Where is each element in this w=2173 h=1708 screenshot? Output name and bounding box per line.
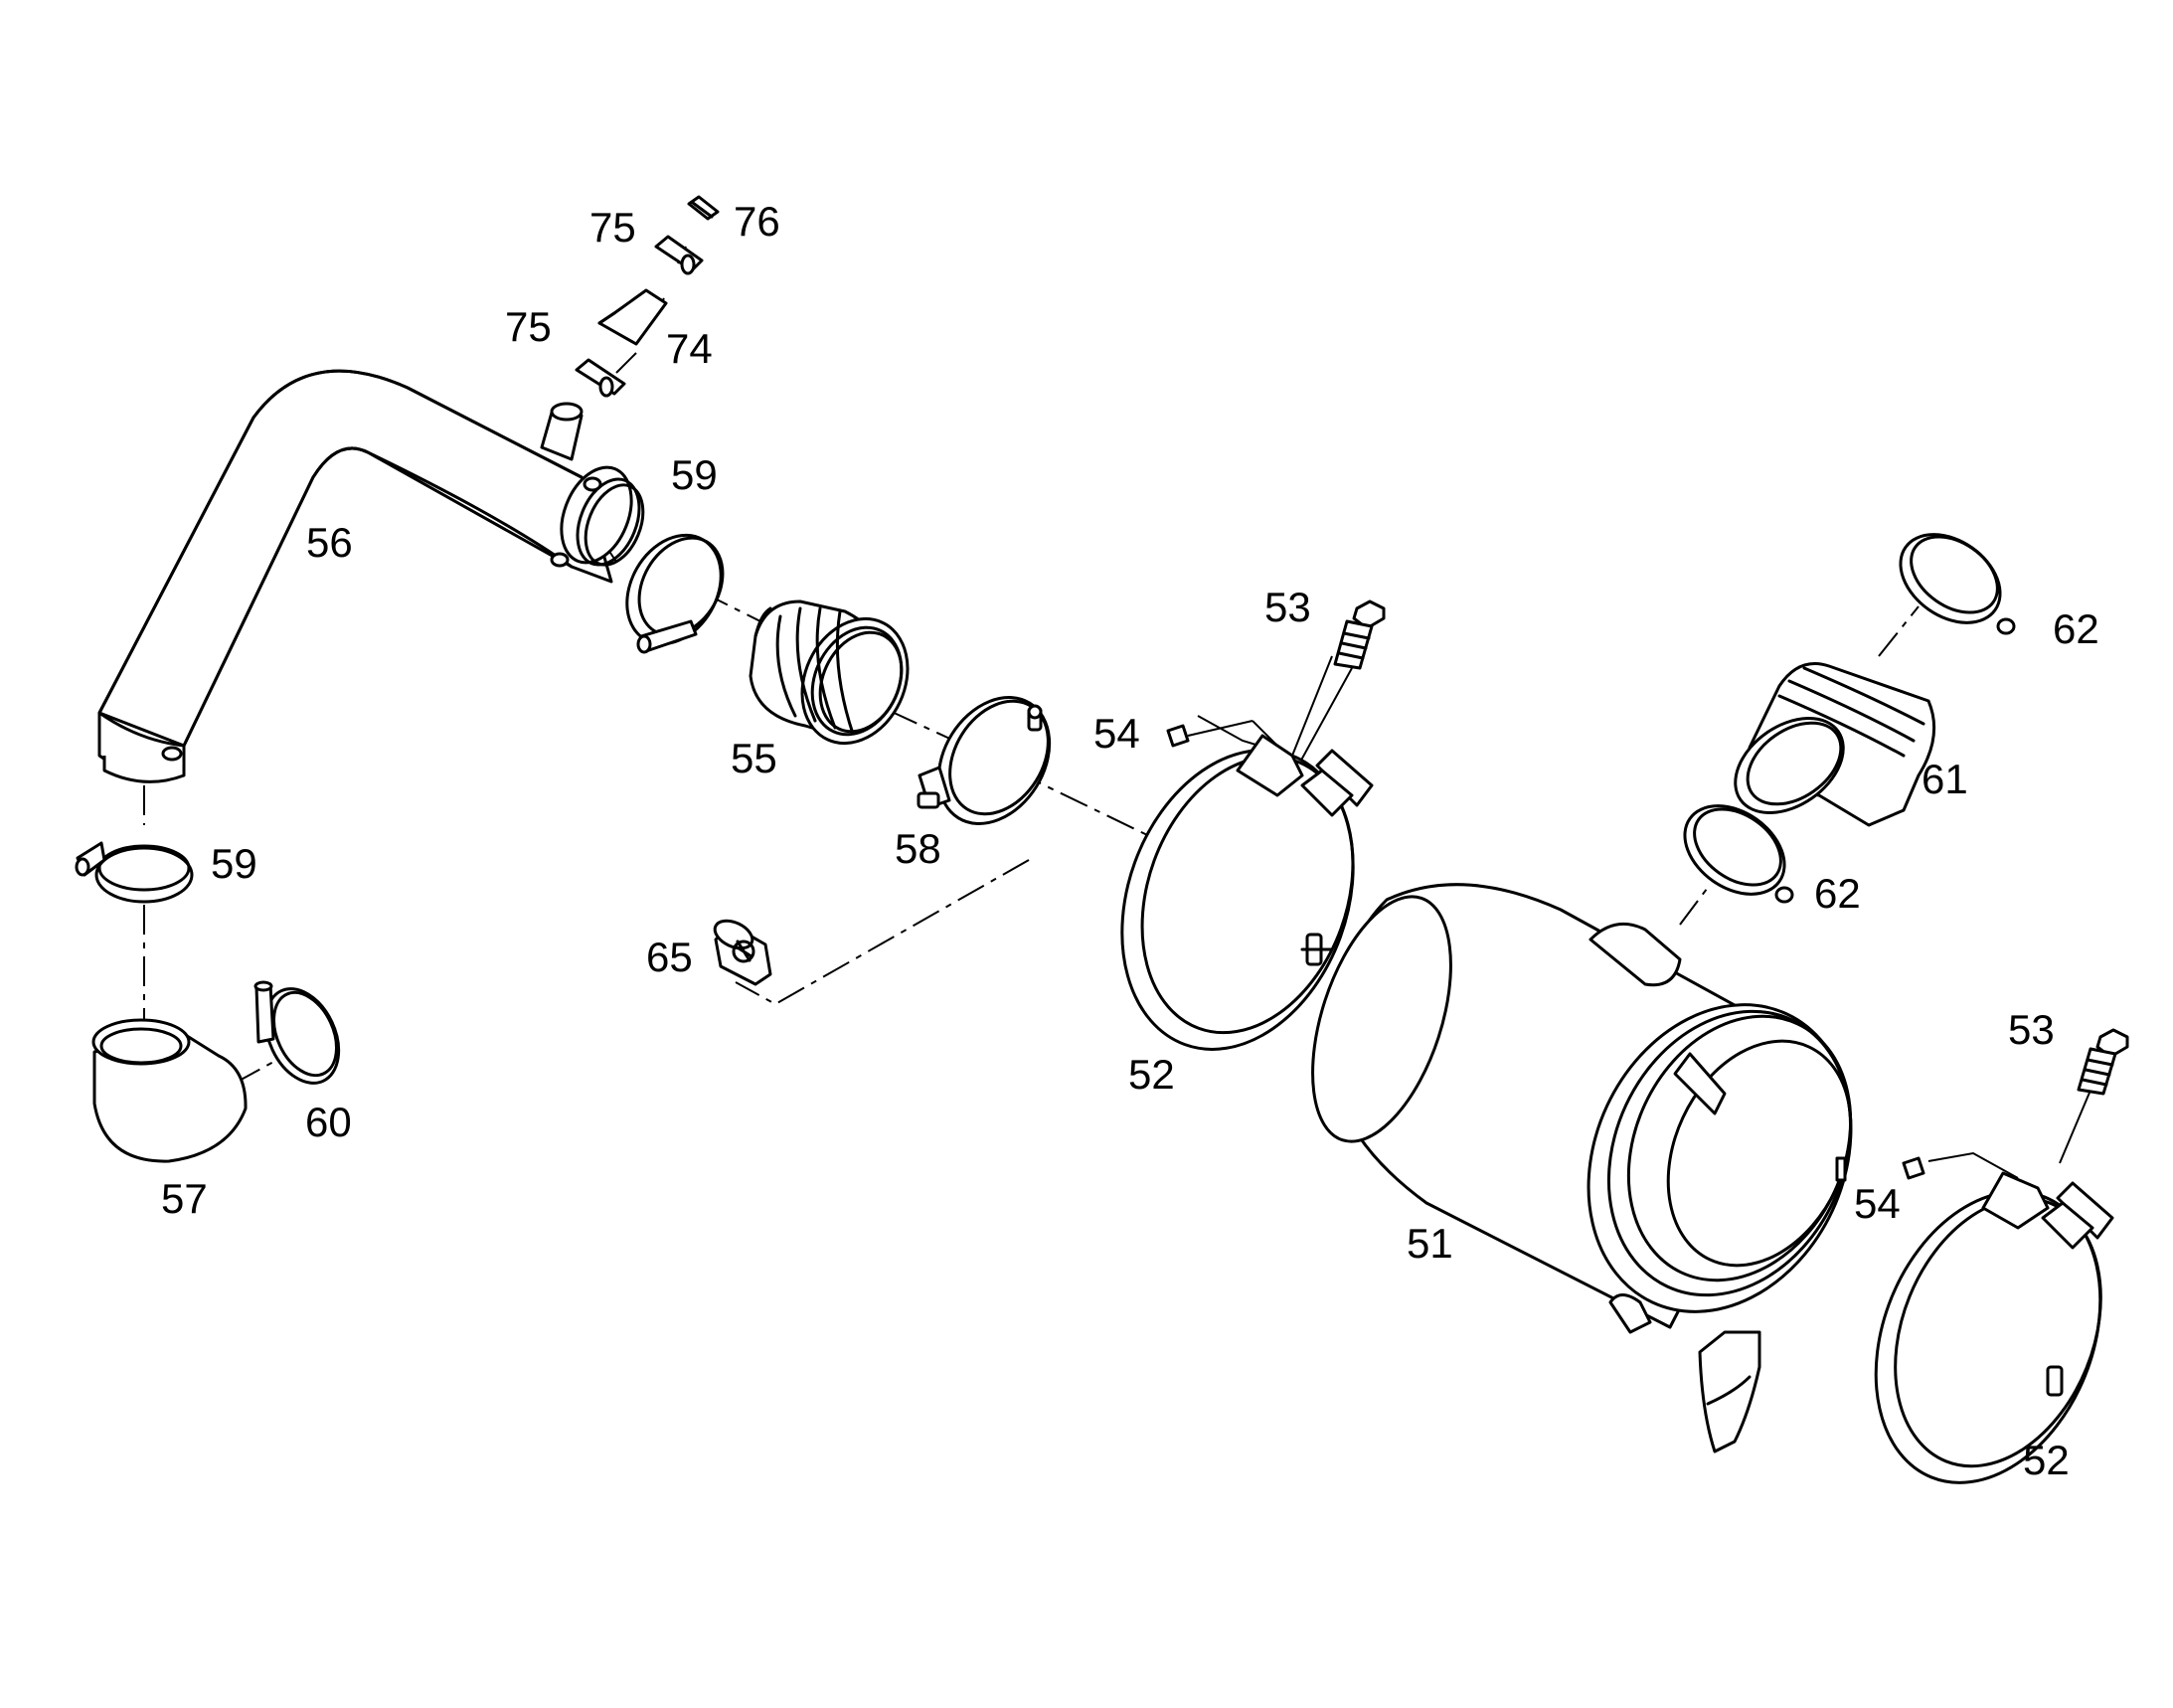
callout-53-upper: 53 <box>1264 584 1311 630</box>
callout-65: 65 <box>646 934 693 980</box>
service-indicator <box>713 919 772 986</box>
callout-59-lower: 59 <box>211 840 257 887</box>
hose-clamp-right-lower <box>1683 804 1794 904</box>
callout-57: 57 <box>161 1175 208 1222</box>
callout-53-lower: 53 <box>2008 1006 2055 1053</box>
mounting-band-lower <box>1874 1028 2129 1484</box>
callout-54-lower: 54 <box>1854 1180 1901 1227</box>
t-bolt-clamp <box>917 696 1052 825</box>
callout-75-upper: 75 <box>589 204 636 251</box>
callout-52-lower: 52 <box>2023 1437 2070 1483</box>
hose-clamp-right-upper <box>1899 533 2016 635</box>
hose-reducer <box>1734 662 1936 827</box>
hose-clamp-lower-left <box>75 841 194 904</box>
callout-58: 58 <box>895 825 941 872</box>
callout-60: 60 <box>305 1099 352 1145</box>
mounting-band-upper <box>1120 734 1374 1051</box>
callout-74: 74 <box>666 325 713 372</box>
callout-62-upper: 62 <box>2053 605 2099 652</box>
fitting-stack <box>575 195 720 398</box>
callout-51: 51 <box>1407 1220 1453 1267</box>
elbow-pipe <box>91 980 341 1163</box>
hose-clamp-upper <box>625 533 725 654</box>
air-filter-housing <box>1311 883 1853 1453</box>
callout-56: 56 <box>306 519 353 566</box>
callout-76: 76 <box>734 198 780 245</box>
intake-pipe <box>97 369 645 783</box>
callout-75-lower: 75 <box>505 303 552 350</box>
callout-52-upper: 52 <box>1128 1051 1175 1098</box>
callout-59-upper: 59 <box>671 451 718 498</box>
callout-61: 61 <box>1922 756 1968 802</box>
callout-55: 55 <box>731 735 777 781</box>
callout-54-upper: 54 <box>1093 710 1140 757</box>
callout-62-lower: 62 <box>1814 870 1861 917</box>
hose-coupling <box>749 599 910 746</box>
